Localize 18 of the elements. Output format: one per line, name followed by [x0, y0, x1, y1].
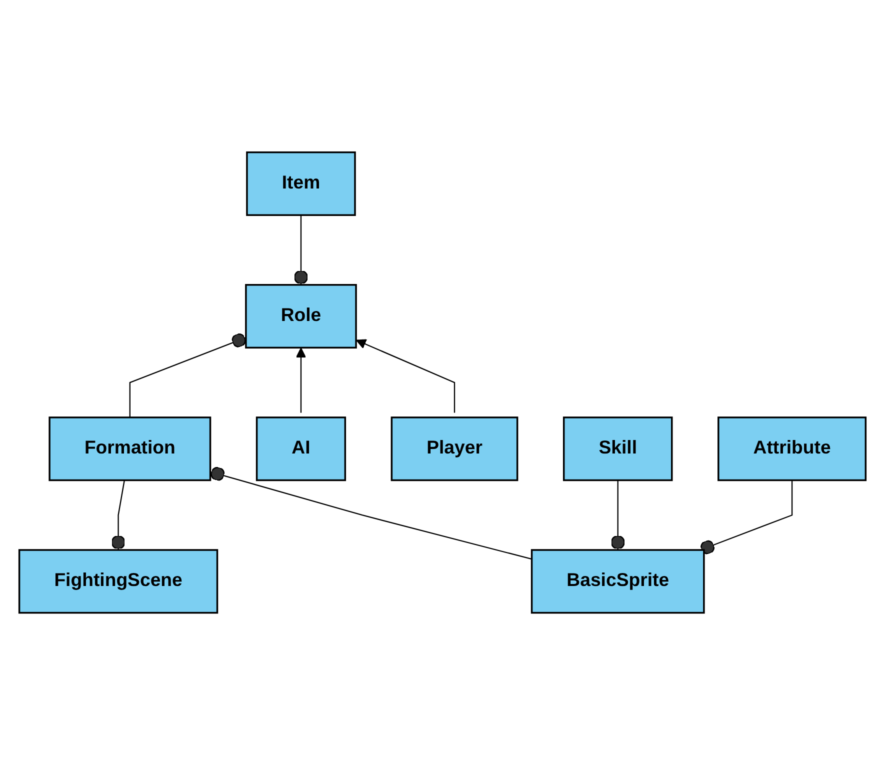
node-box [256, 416, 346, 482]
arrow [296, 348, 306, 413]
node-box [245, 284, 357, 348]
node-box [530, 549, 705, 614]
connector [610, 480, 625, 550]
class-diagram: Item Role Formation AI Player Skill Attribute FightingScene BasicSprite [10, 142, 875, 622]
connector [700, 480, 793, 554]
node-box [48, 416, 212, 482]
arrow [356, 339, 456, 413]
connector [129, 333, 246, 418]
connector [111, 480, 126, 550]
node-box [562, 416, 673, 482]
node-box [718, 416, 867, 482]
connector [294, 215, 308, 285]
node-box [390, 416, 518, 482]
node-box [246, 151, 356, 216]
connector [210, 466, 532, 560]
node-box [18, 549, 218, 614]
